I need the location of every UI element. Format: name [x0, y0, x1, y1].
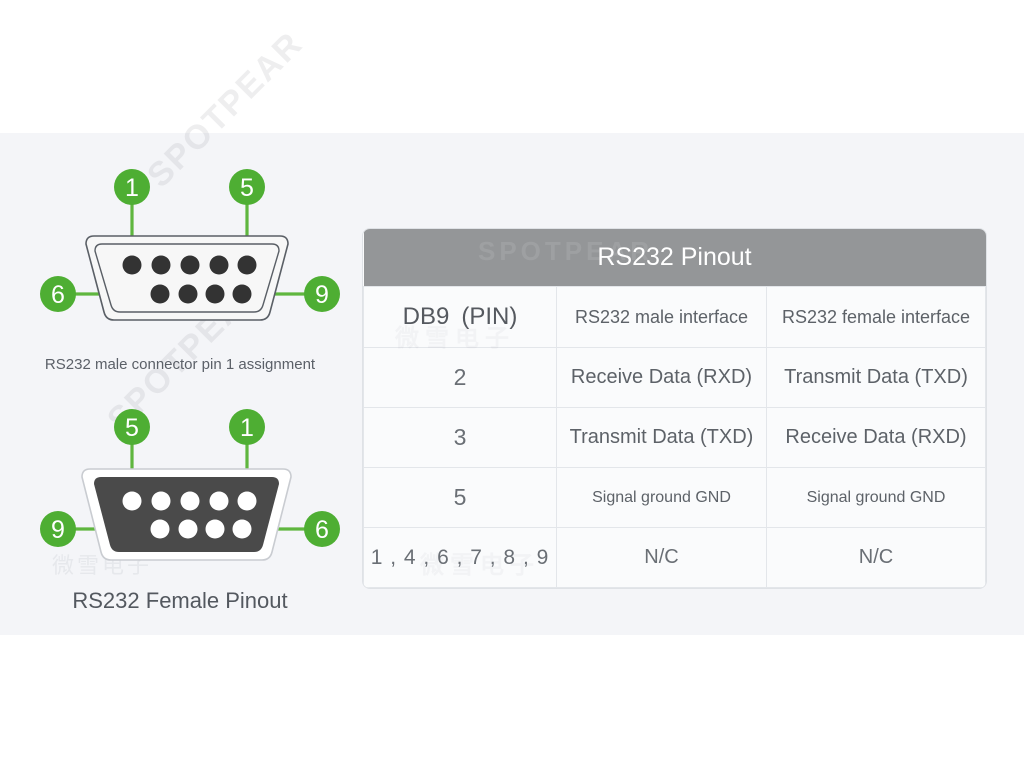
cell-male-signal: Signal ground GND	[556, 467, 767, 528]
male-label-5-text: 5	[240, 174, 254, 202]
cell-male-signal: Transmit Data (TXD)	[556, 407, 767, 468]
male-label-6-text: 6	[51, 281, 65, 309]
female-label-1-text: 1	[240, 414, 254, 442]
male-label-9: 9	[304, 276, 340, 312]
male-label-1: 1	[114, 169, 150, 205]
male-label-6: 6	[40, 276, 76, 312]
column-header-female-interface: RS232 female interface	[765, 286, 987, 348]
male-label-1-text: 1	[125, 174, 139, 202]
female-label-5-text: 5	[125, 414, 139, 442]
table-row: 2 Receive Data (RXD) Transmit Data (TXD)	[363, 347, 987, 408]
male-connector-caption: RS232 male connector pin 1 assignment	[44, 356, 316, 373]
table-row: 3 Transmit Data (TXD) Receive Data (RXD)	[363, 407, 987, 468]
female-label-9-text: 9	[51, 516, 65, 544]
female-holes-bottom	[150, 519, 252, 539]
cell-female-signal: Receive Data (RXD)	[765, 407, 987, 468]
cell-pin: 5	[363, 467, 557, 528]
column-header-db9-pin: DB9 (PIN)	[363, 286, 557, 348]
male-label-9-text: 9	[315, 281, 329, 309]
cell-pin: 3	[363, 407, 557, 468]
table-row: 1 , 4 , 6 , 7 , 8 , 9 N/C N/C	[363, 527, 987, 588]
cell-female-signal: Transmit Data (TXD)	[765, 347, 987, 408]
male-pins-bottom	[150, 284, 252, 304]
female-label-1: 1	[229, 409, 265, 445]
cell-female-signal: Signal ground GND	[765, 467, 987, 528]
cell-male-signal: Receive Data (RXD)	[556, 347, 767, 408]
male-label-5: 5	[229, 169, 265, 205]
table-title-row: RS232 Pinout	[363, 229, 986, 287]
cell-pin: 1 , 4 , 6 , 7 , 8 , 9	[363, 527, 557, 588]
cell-pin: 2	[363, 347, 557, 408]
table-row: 5 Signal ground GND Signal ground GND	[363, 467, 987, 528]
rs232-pinout-table: RS232 Pinout DB9 (PIN) RS232 male interf…	[363, 229, 987, 588]
table-header-row: DB9 (PIN) RS232 male interface RS232 fem…	[363, 286, 987, 348]
female-label-9: 9	[40, 511, 76, 547]
table-title: RS232 Pinout	[363, 229, 986, 287]
female-label-5: 5	[114, 409, 150, 445]
male-pins-top	[122, 255, 257, 275]
female-connector-diagram: 5 1 9 6	[0, 395, 360, 635]
female-label-6-text: 6	[315, 516, 329, 544]
female-connector-caption: RS232 Female Pinout	[72, 588, 288, 613]
female-body	[94, 477, 279, 552]
female-holes-top	[122, 491, 257, 511]
male-connector-diagram: 1 5 6 9	[0, 150, 360, 390]
cell-male-signal: N/C	[556, 527, 767, 588]
cell-female-signal: N/C	[765, 527, 987, 588]
column-header-male-interface: RS232 male interface	[556, 286, 767, 348]
female-label-6: 6	[304, 511, 340, 547]
